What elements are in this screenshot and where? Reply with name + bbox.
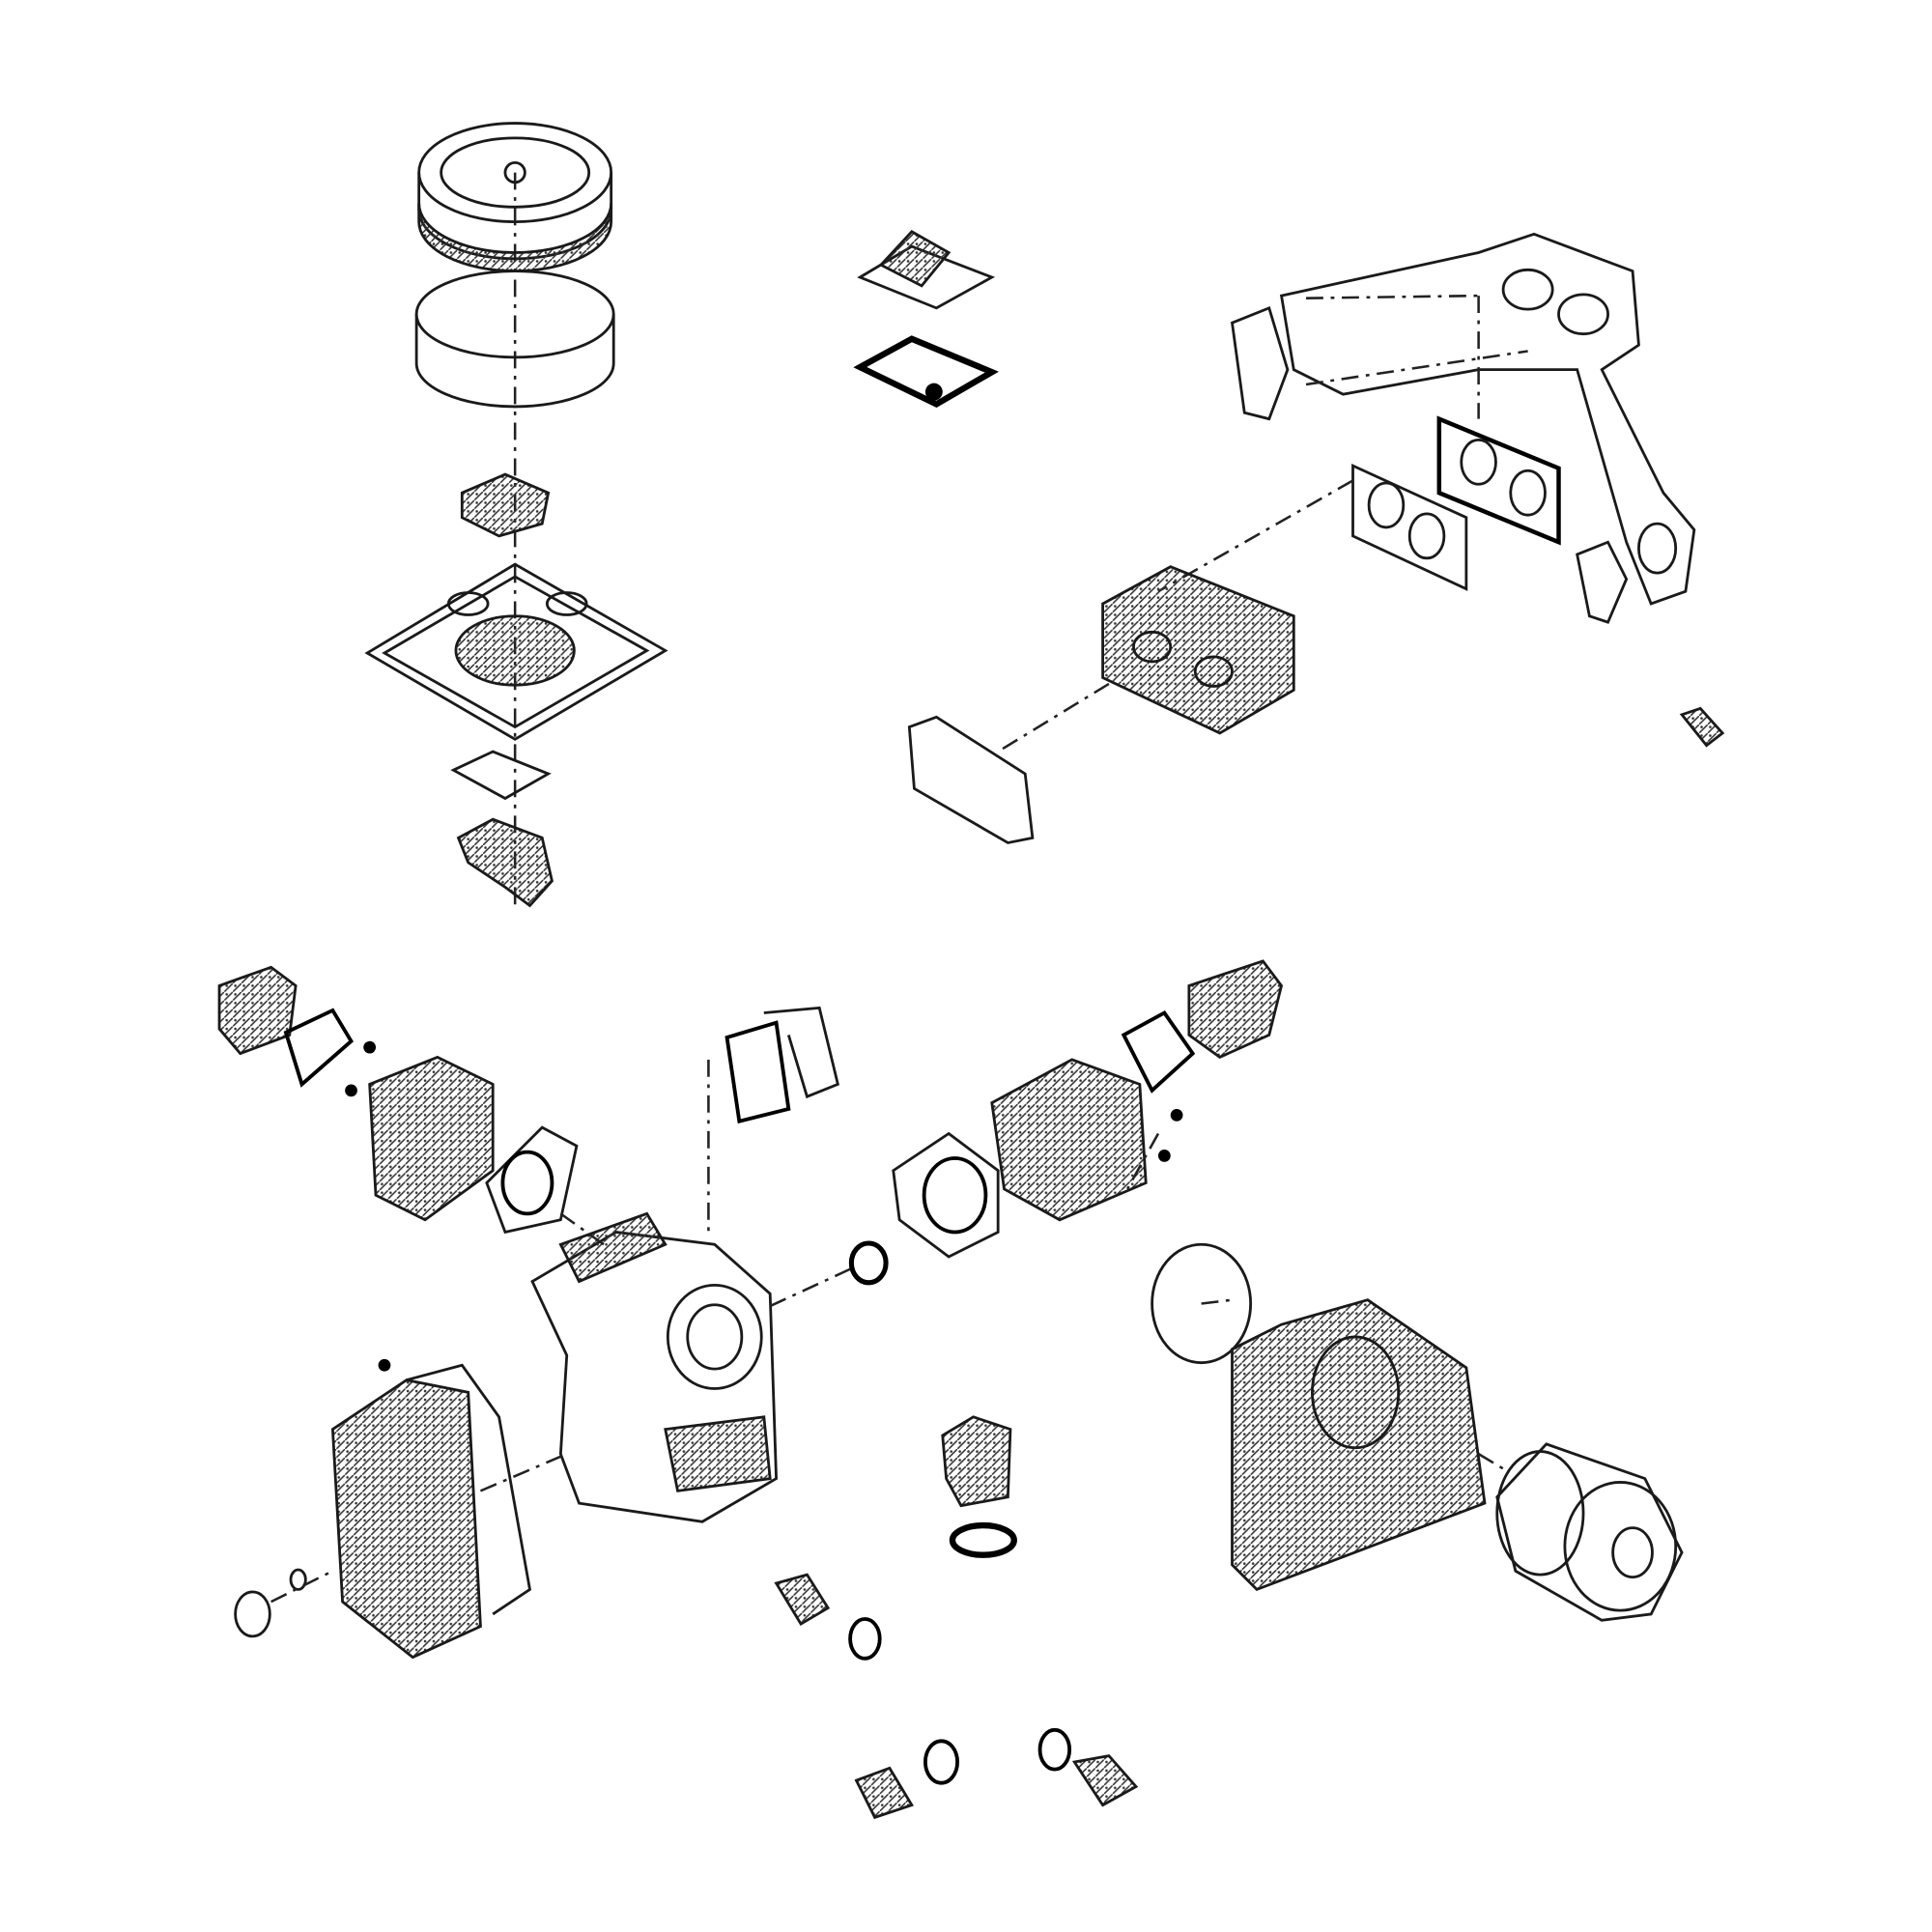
plugs-group xyxy=(774,1415,1139,1820)
drain-o-ring-2 xyxy=(923,1739,959,1785)
crankcase xyxy=(530,1211,779,1523)
drain-plug-1 xyxy=(774,1573,831,1627)
drain-o-ring-3 xyxy=(1037,1727,1072,1772)
breather-gasket xyxy=(853,335,999,408)
valve-cover-left xyxy=(217,965,298,1056)
head-gasket-left xyxy=(485,1125,579,1235)
exhaust-flange-gasket-right xyxy=(1576,540,1629,624)
cylinder-head-left xyxy=(368,1055,495,1222)
air-filter-element xyxy=(414,270,615,409)
carburetor xyxy=(1101,565,1295,735)
crankshaft-seal xyxy=(848,1240,889,1286)
air-cleaner-cover xyxy=(417,122,613,273)
air-cleaner-fitting xyxy=(460,472,551,538)
head-gasket-right xyxy=(892,1131,1000,1259)
drain-plug-2 xyxy=(854,1766,914,1820)
gear-cover xyxy=(330,1358,532,1660)
inspection-gasket xyxy=(724,1020,791,1124)
oil-filler-cap xyxy=(941,1415,1012,1508)
filler-o-ring xyxy=(949,1521,1017,1558)
air-cleaner-base xyxy=(364,562,668,741)
exhaust-manifold-group xyxy=(907,232,1725,844)
valve-cover-right xyxy=(1187,959,1284,1059)
air-cleaner-group xyxy=(364,122,668,912)
cooler-o-ring xyxy=(1151,1242,1253,1365)
carburetor-gasket xyxy=(907,715,1035,844)
breather-group xyxy=(853,230,999,408)
intake-elbow xyxy=(456,817,554,908)
engine-block-group xyxy=(217,959,1284,1660)
exhaust-flange-gasket-left xyxy=(1230,306,1290,421)
exhaust-manifold xyxy=(1279,232,1696,606)
oil-filter xyxy=(1495,1442,1684,1622)
oil-cooler xyxy=(1231,1298,1487,1592)
air-cleaner-gasket xyxy=(450,750,552,801)
drain-o-ring-1 xyxy=(848,1617,882,1661)
drain-plug-3 xyxy=(1071,1754,1139,1807)
small-clip xyxy=(1679,706,1725,748)
cylinder-head-right xyxy=(990,1058,1148,1222)
valve-cover-gasket-right xyxy=(1121,1009,1196,1094)
oil-cooler-group xyxy=(1151,1242,1684,1622)
valve-cover-gasket-left xyxy=(283,1008,354,1088)
front-oil-seal xyxy=(234,1568,307,1638)
intake-gasket-pair xyxy=(1351,415,1561,591)
